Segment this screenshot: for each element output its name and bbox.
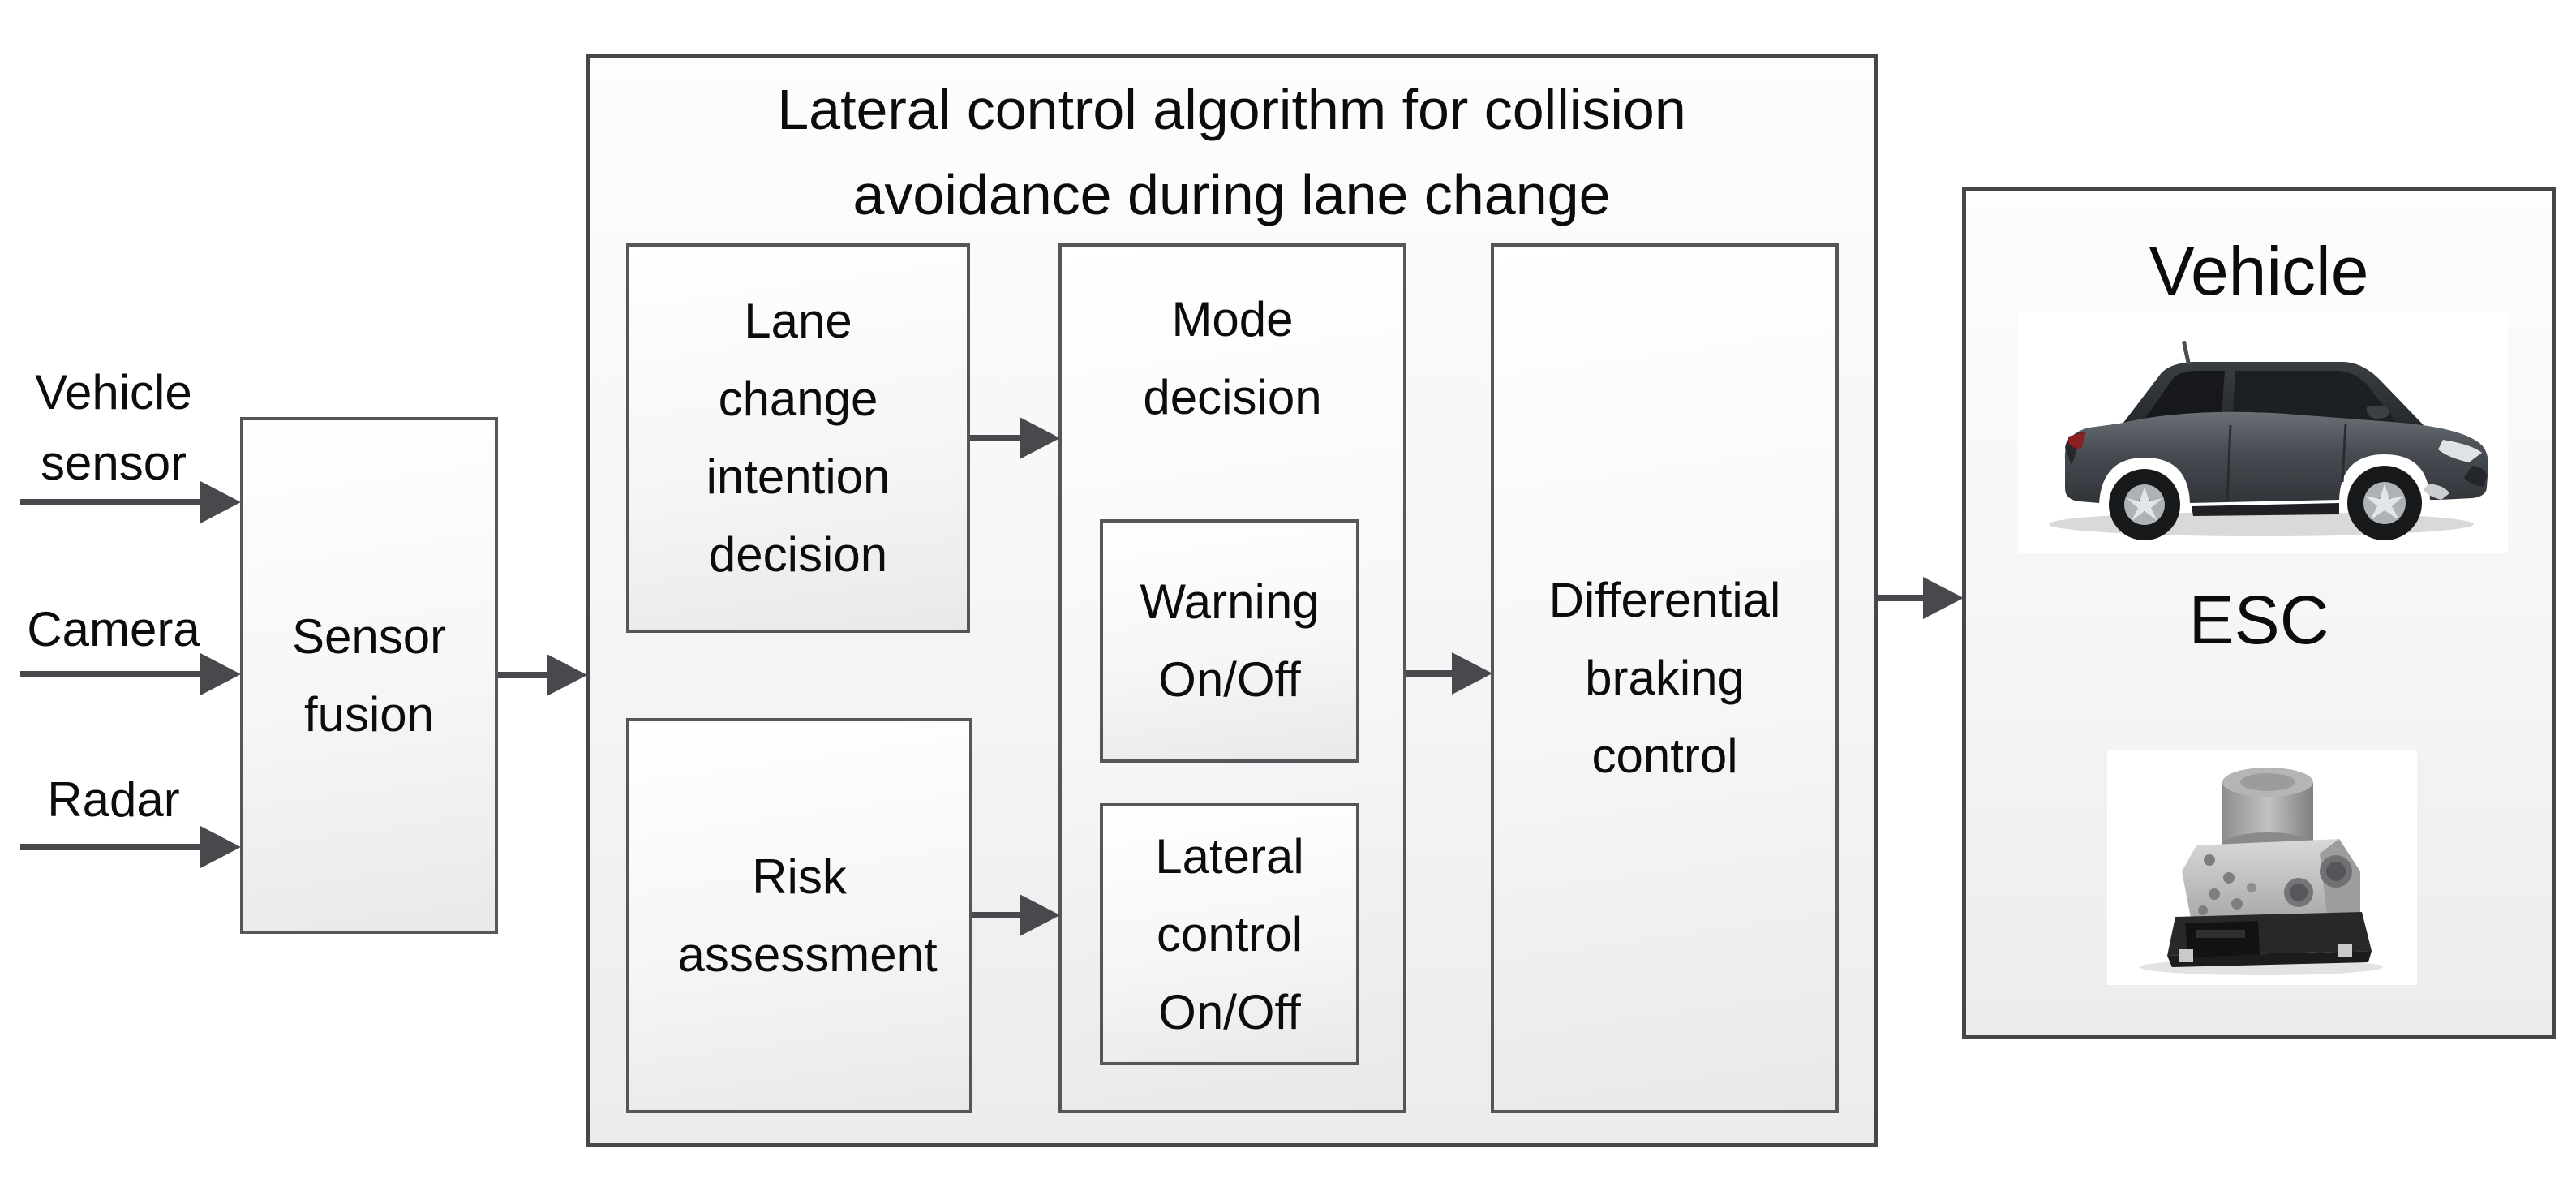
warning-on-off-box: Warning On/Off — [1100, 519, 1359, 763]
arrow-risk-to-mode-head — [1020, 894, 1060, 936]
arrow-algorithm-to-vehicle-line — [1878, 595, 1925, 601]
arrow-vehicle-sensor-head — [200, 481, 241, 523]
differential-braking-control-label: Differential braking control — [1548, 573, 1781, 783]
arrow-lane-to-mode-line — [970, 435, 1021, 441]
input-label-vehicle-sensor: Vehicle sensor — [35, 365, 192, 490]
input-label-radar: Radar — [47, 772, 180, 827]
esc-unit-illustration — [2107, 750, 2417, 985]
risk-assessment-label: Risk assessment — [677, 849, 938, 982]
lane-change-intention-decision-label: Lane change intention decision — [706, 294, 891, 582]
esc-label: ESC — [2188, 582, 2329, 658]
algorithm-title-line-2: avoidance during lane change — [852, 163, 1611, 226]
arrow-camera-line — [20, 671, 203, 677]
vehicle-title: Vehicle — [2149, 233, 2369, 309]
arrow-fusion-to-algorithm-head — [547, 654, 587, 696]
risk-assessment-box: Risk assessment — [626, 718, 972, 1113]
input-label-camera: Camera — [27, 602, 200, 656]
arrow-camera-head — [200, 653, 241, 695]
algorithm-title-line-1: Lateral control algorithm for collision — [777, 78, 1686, 141]
arrow-algorithm-to-vehicle-head — [1923, 577, 1964, 619]
arrow-mode-to-braking-head — [1452, 652, 1492, 695]
arrow-radar-head — [200, 826, 241, 868]
lateral-control-on-off-label: Lateral control On/Off — [1155, 828, 1304, 1039]
algorithm-title: Lateral control algorithm for collision … — [590, 67, 1874, 238]
lateral-control-on-off-box: Lateral control On/Off — [1100, 803, 1359, 1065]
suv-illustration — [2018, 312, 2508, 553]
arrow-radar-line — [20, 844, 203, 850]
lane-change-intention-decision-box: Lane change intention decision — [626, 243, 970, 633]
warning-on-off-label: Warning On/Off — [1140, 574, 1320, 707]
arrow-fusion-to-algorithm-line — [498, 672, 548, 678]
arrow-lane-to-mode-head — [1020, 417, 1060, 459]
vehicle-esc-box: Vehicle — [1962, 187, 2556, 1039]
mode-decision-label: Mode decision — [1143, 292, 1322, 424]
arrow-risk-to-mode-line — [972, 912, 1021, 918]
esc-unit-photo — [2107, 750, 2417, 985]
vehicle-photo — [2018, 312, 2508, 553]
sensor-fusion-label: Sensor fusion — [291, 609, 447, 742]
differential-braking-control-box: Differential braking control — [1491, 243, 1839, 1113]
arrow-mode-to-braking-line — [1406, 670, 1453, 677]
arrow-vehicle-sensor-line — [20, 499, 203, 505]
sensor-fusion-box: Sensor fusion — [240, 417, 498, 934]
